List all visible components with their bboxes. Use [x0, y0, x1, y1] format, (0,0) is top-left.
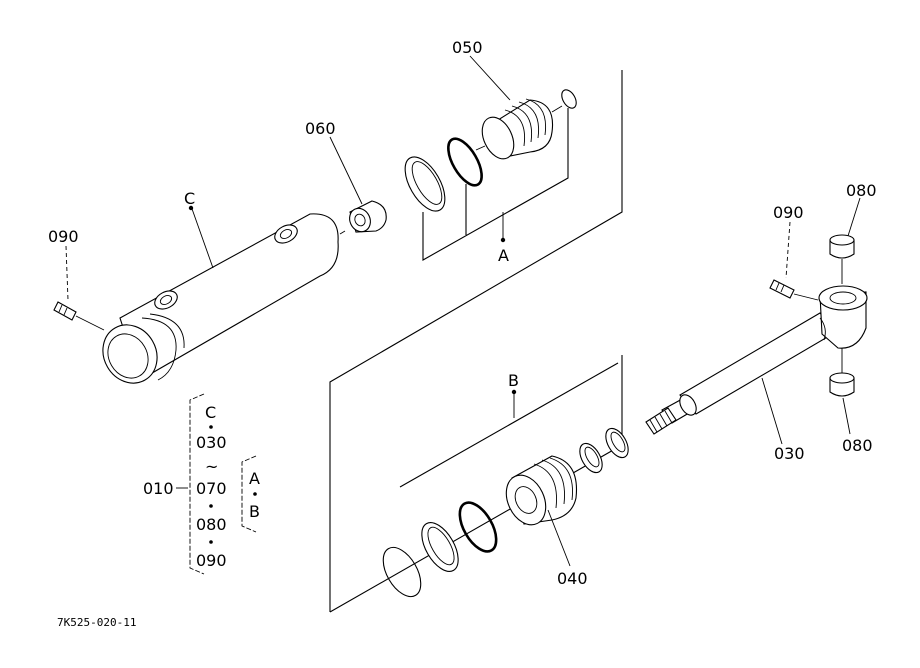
label-090-right: 090	[773, 203, 804, 222]
assembly-item-070: 070	[196, 479, 227, 498]
assembly-sub-b: B	[249, 502, 260, 521]
group-a-bracket	[422, 108, 569, 261]
part-040-piston	[505, 455, 578, 526]
o-ring-lower-left	[382, 546, 422, 598]
label-010: 010	[143, 479, 174, 498]
assembly-item-c: C	[205, 403, 216, 422]
cylinder-tube	[102, 213, 339, 384]
label-080-top: 080	[846, 181, 877, 200]
bushing-080-top	[829, 234, 855, 284]
seal-ring-lower-b	[605, 427, 629, 459]
group-b-line	[399, 362, 619, 488]
label-b: B	[508, 371, 519, 390]
label-060: 060	[305, 119, 336, 138]
assembly-item-range: ~	[205, 457, 218, 476]
label-a: A	[498, 246, 509, 265]
label-c: C	[184, 189, 195, 208]
bushing-080-bottom	[829, 348, 855, 397]
piston-rod	[645, 285, 868, 435]
assembly-item-030: 030	[196, 433, 227, 452]
o-ring-upper	[447, 137, 483, 187]
label-040: 040	[557, 569, 588, 588]
backup-ring-lower	[421, 522, 459, 572]
upper-frame	[329, 70, 623, 612]
label-050: 050	[452, 38, 483, 57]
small-o-ring-upper	[551, 89, 577, 113]
assembly-list: C 030 ~ 070 080 090 A B	[176, 393, 260, 575]
seal-ring-lower-a	[579, 442, 603, 474]
label-030: 030	[774, 444, 805, 463]
o-ring-lower-thick	[458, 501, 498, 553]
grease-fitting-right	[769, 279, 819, 301]
assembly-sub-a: A	[249, 469, 260, 488]
label-090-left: 090	[48, 227, 79, 246]
assembly-item-090: 090	[196, 551, 227, 570]
leader-lines	[65, 55, 861, 567]
label-080-bottom: 080	[842, 436, 873, 455]
part-050-gland	[475, 98, 554, 160]
assembly-item-080: 080	[196, 515, 227, 534]
backup-ring-upper	[404, 156, 446, 212]
drawing-code: 7K525-020-11	[57, 616, 136, 629]
grease-fitting-left	[53, 301, 105, 331]
part-060-bushing	[349, 200, 387, 233]
